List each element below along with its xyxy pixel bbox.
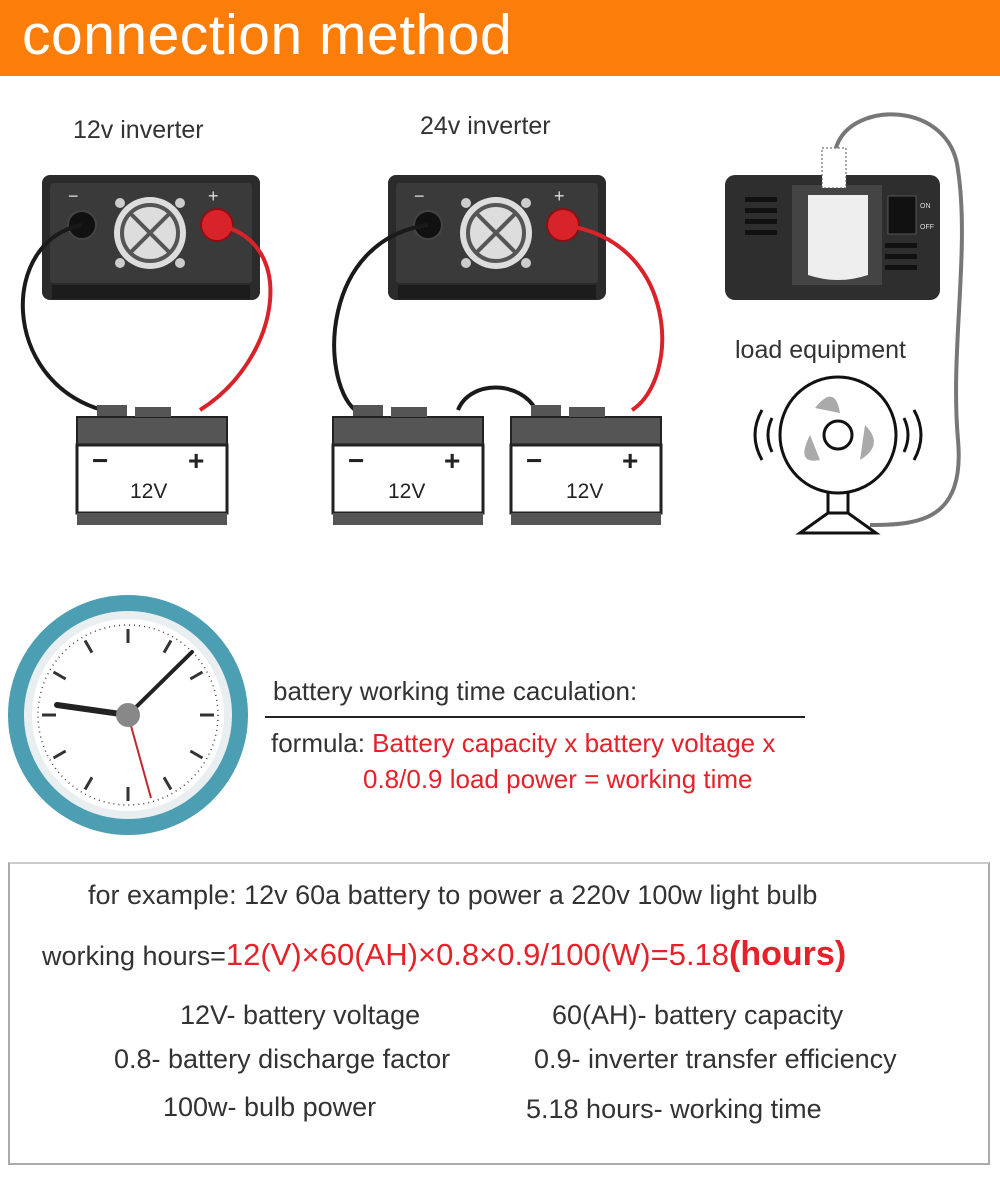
battery-voltage-label: 12V [130,480,167,503]
clock-tick [83,639,94,654]
label-24v-inverter: 24v inverter [420,112,551,140]
fan-icon [753,375,923,535]
example-box [8,862,990,1165]
formula-text-1: Battery capacity x battery voltage x [372,728,776,758]
definition-item: 12V- battery voltage [180,1000,421,1030]
definition-item: 0.9- inverter transfer efficiency [534,1044,897,1074]
negative-cable [20,223,103,412]
calculation-title: battery working time caculation: [273,676,638,706]
battery-voltage-label: 12V [566,480,603,503]
positive-cable [562,223,665,412]
result-unit: (hours) [729,935,847,973]
definition-item: 100w- bulb power [163,1092,377,1122]
negative-cable [332,223,429,412]
battery-minus-label: − [92,445,108,476]
result-expression: 12(V)×60(AH)×0.8×0.9/100(W)=5.18 [225,937,730,972]
battery-plus-label: + [188,445,204,476]
battery-minus-label: − [526,445,542,476]
result-prefix: working hours= [42,941,226,971]
switch-on-label: ON [920,203,931,210]
formula-line-1: formula: Battery capacity x battery volt… [271,728,775,759]
divider [265,716,805,718]
clock-tick [162,639,173,654]
example-intro: for example: 12v 60a battery to power a … [88,880,818,910]
clock-tick [52,749,67,760]
clock-icon [8,595,248,835]
inverter-plus-label: + [554,186,565,206]
inverter-minus-label: − [68,186,79,206]
battery-minus-label: − [348,445,364,476]
formula-prefix: formula: [271,728,365,758]
formula-line-2: 0.8/0.9 load power = working time [363,764,753,794]
switch-off-label: OFF [920,224,934,231]
clock-tick [162,776,173,791]
example-result: working hours=12(V)×60(AH)×0.8×0.9/100(W… [42,935,846,974]
inverter-ac-outlet: ON OFF [725,112,964,527]
ac-cable [834,112,964,527]
battery-plus-label: + [622,445,638,476]
inverter-minus-label: − [414,186,425,206]
connection-diagram: − + 12V − + 12V − + 12V − + − + ON OFF [8,112,964,835]
positive-cable [198,223,273,412]
inverter-plus-label: + [208,186,219,206]
definition-item: 5.18 hours- working time [526,1094,822,1124]
label-12v-inverter: 12v inverter [73,116,204,144]
page-title: connection method [22,3,513,67]
clock-tick [189,749,204,760]
header-banner: connection method [0,0,1000,76]
label-load-equipment: load equipment [735,336,906,364]
clock-tick [189,670,204,681]
series-link-cable [456,385,538,412]
battery-voltage-label: 12V [388,480,425,503]
definition-item: 60(AH)- battery capacity [552,1000,844,1030]
definition-item: 0.8- battery discharge factor [114,1044,451,1074]
clock-tick [83,776,94,791]
battery-plus-label: + [444,445,460,476]
clock-tick [52,670,67,681]
